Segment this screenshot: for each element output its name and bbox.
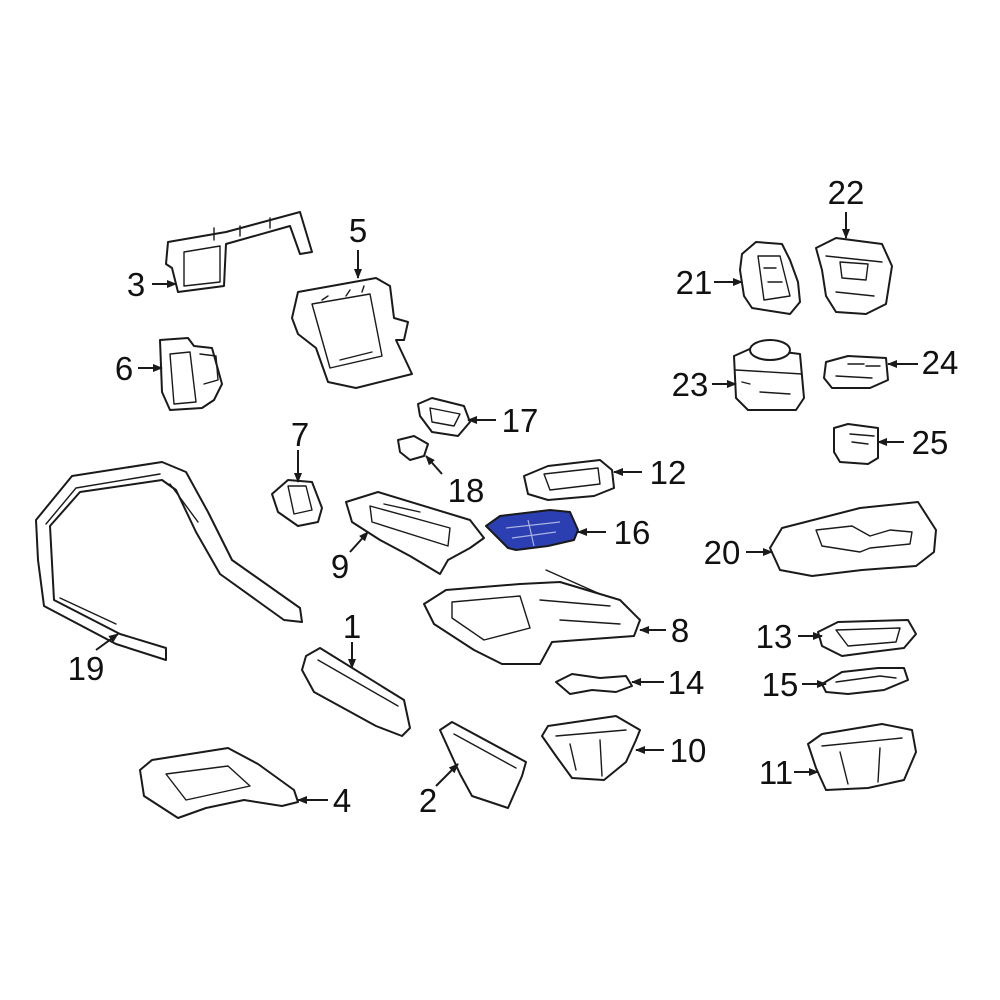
part-14-pad[interactable] — [555, 673, 633, 695]
leader-18 — [425, 455, 443, 475]
callout-25: 25 — [912, 424, 949, 461]
part-24-switch-bar[interactable] — [823, 355, 889, 389]
callout-9: 9 — [331, 548, 349, 585]
callout-16: 16 — [614, 514, 651, 551]
part-17-tray[interactable] — [417, 397, 471, 437]
callout-12: 12 — [650, 454, 687, 491]
part-15-seal[interactable] — [821, 667, 909, 695]
callout-18: 18 — [448, 472, 485, 509]
part-6-bracket[interactable] — [159, 337, 223, 411]
callout-13: 13 — [756, 618, 793, 655]
part-12-bezel[interactable] — [523, 459, 615, 501]
part-11-cup-holder[interactable] — [807, 723, 917, 791]
callout-14: 14 — [668, 664, 705, 701]
part-8-console-base[interactable] — [423, 569, 641, 665]
part-18-clip[interactable] — [397, 435, 429, 461]
callout-11: 11 — [759, 754, 793, 791]
leader-19 — [95, 633, 119, 651]
part-23-knob-module[interactable] — [733, 339, 805, 411]
part-19-trim-ring[interactable] — [35, 461, 303, 661]
callout-20: 20 — [704, 534, 741, 571]
callout-15: 15 — [762, 666, 799, 703]
callout-17: 17 — [502, 402, 539, 439]
callout-4: 4 — [333, 782, 351, 819]
part-4-mount-bracket[interactable] — [139, 747, 299, 819]
callout-1: 1 — [343, 608, 361, 645]
callout-2: 2 — [419, 782, 437, 819]
callout-6: 6 — [115, 350, 133, 387]
callout-3: 3 — [127, 266, 145, 303]
part-10-bin[interactable] — [541, 715, 641, 781]
part-1-panel[interactable] — [301, 647, 411, 737]
part-25-switch[interactable] — [833, 423, 879, 465]
part-2-trim[interactable] — [439, 721, 527, 809]
callout-22: 22 — [828, 174, 865, 211]
part-3-bracket[interactable] — [165, 211, 313, 293]
callout-7: 7 — [291, 416, 309, 453]
part-7-boot[interactable] — [271, 479, 323, 527]
part-21-switch-housing[interactable] — [739, 241, 801, 315]
leader-2 — [435, 763, 459, 787]
callout-10: 10 — [670, 732, 707, 769]
callout-5: 5 — [349, 212, 367, 249]
callout-23: 23 — [672, 366, 709, 403]
part-5-frame[interactable] — [291, 277, 413, 389]
part-22-switch[interactable] — [815, 237, 893, 315]
part-9-tray[interactable] — [345, 491, 485, 575]
callout-21: 21 — [676, 264, 713, 301]
part-20-cover[interactable] — [769, 501, 937, 577]
callout-19: 19 — [68, 650, 105, 687]
callout-labels: 1 2 3 4 5 6 7 8 9 10 11 12 13 14 15 16 1… — [68, 174, 959, 819]
callout-24: 24 — [922, 344, 959, 381]
leader-9 — [349, 531, 369, 553]
leader-lines — [95, 212, 918, 804]
callout-8: 8 — [671, 612, 689, 649]
part-13-bezel[interactable] — [817, 619, 917, 657]
part-16-mat[interactable] — [485, 509, 579, 551]
